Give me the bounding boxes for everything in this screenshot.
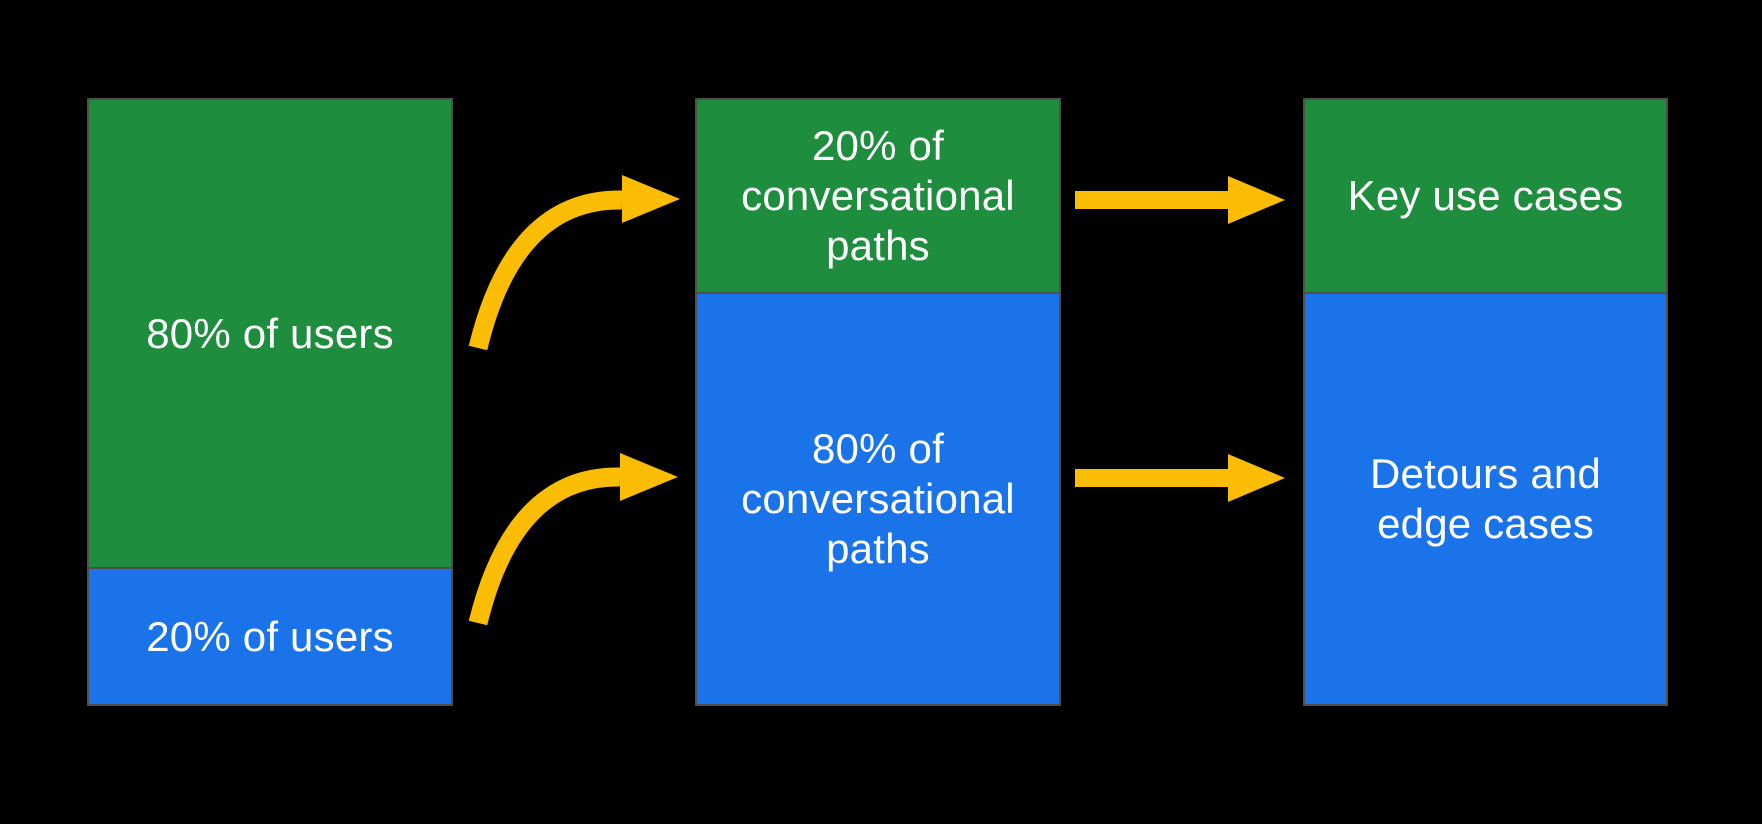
segment-users-20-label: 20% of users bbox=[146, 612, 394, 660]
bar-outcomes: Key use cases Detours and edge cases bbox=[1303, 98, 1668, 706]
segment-key-use-cases-label: Key use cases bbox=[1347, 172, 1624, 219]
segment-paths-20: 20% of conversational paths bbox=[697, 100, 1059, 292]
segment-users-80-label: 80% of users bbox=[146, 309, 394, 357]
segment-users-80: 80% of users bbox=[89, 100, 451, 567]
segment-users-20: 20% of users bbox=[89, 567, 451, 704]
segment-key-use-cases: Key use cases bbox=[1305, 100, 1666, 292]
segment-paths-80-label: 80% of conversational paths bbox=[741, 425, 1015, 572]
curved-arrow-users-to-paths-bottom bbox=[468, 453, 678, 626]
segment-paths-80: 80% of conversational paths bbox=[697, 292, 1059, 704]
segment-detours-edge-cases: Detours and edge cases bbox=[1305, 292, 1666, 704]
curved-arrow-users-to-paths-top bbox=[468, 175, 680, 351]
bar-conversational-paths: 20% of conversational paths 80% of conve… bbox=[695, 98, 1061, 706]
segment-paths-20-label: 20% of conversational paths bbox=[741, 122, 1015, 269]
straight-arrow-paths-to-detours bbox=[1075, 454, 1285, 502]
segment-detours-edge-cases-label: Detours and edge cases bbox=[1369, 450, 1601, 547]
bar-users: 80% of users 20% of users bbox=[87, 98, 453, 706]
straight-arrow-paths-to-key-use-cases bbox=[1075, 176, 1285, 224]
